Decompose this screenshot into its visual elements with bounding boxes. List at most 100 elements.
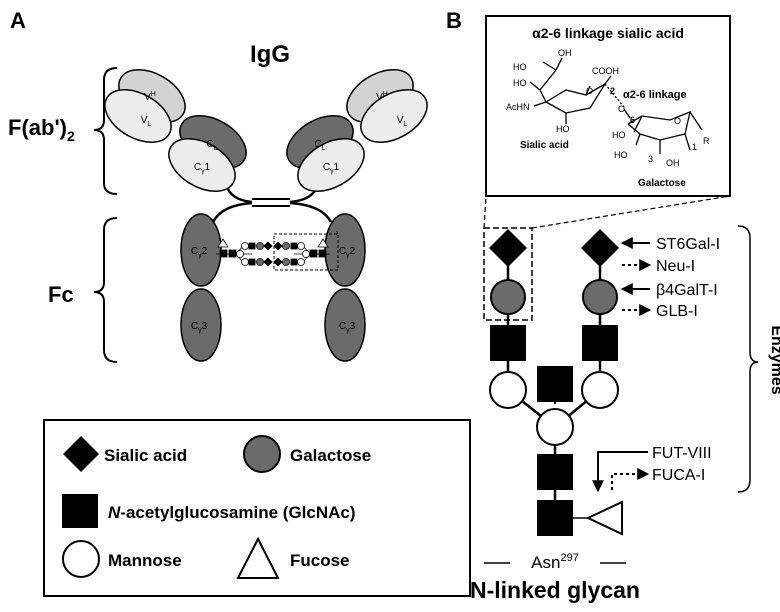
legend-glcnac: N-acetylglucosamine (GlcNAc) bbox=[108, 503, 356, 522]
fc-region bbox=[180, 213, 366, 362]
cg1-domain-left bbox=[168, 138, 236, 192]
cg1-domain-right bbox=[297, 138, 365, 192]
mannose-icon bbox=[241, 258, 249, 266]
atom-o-link: O bbox=[618, 104, 625, 114]
legend-sialic-acid: Sialic acid bbox=[104, 446, 187, 465]
glcnac-icon bbox=[248, 258, 256, 266]
mannose-icon bbox=[236, 250, 244, 258]
enzyme-st6gal: ST6Gal-I bbox=[656, 236, 720, 253]
mannose-residue-right bbox=[581, 371, 619, 409]
fucose-residue-core bbox=[585, 500, 623, 536]
mannose-icon bbox=[302, 250, 310, 258]
zoom-line-upper bbox=[335, 229, 339, 235]
glcnac-icon bbox=[290, 242, 298, 250]
cg1-label-left: Cγ1 bbox=[194, 162, 211, 175]
vl-domain-right bbox=[360, 89, 428, 143]
cg3-label-left: Cγ3 bbox=[191, 321, 208, 334]
vl-label-right: VL bbox=[397, 115, 408, 128]
galactose-icon bbox=[282, 242, 290, 250]
atom-oh-1: OH bbox=[558, 48, 572, 58]
atom-o-gal: O bbox=[674, 116, 681, 126]
sialic-acid-structure-label: Sialic acid bbox=[520, 140, 569, 151]
lower-hinge-right bbox=[289, 201, 333, 223]
fc-label: Fc bbox=[48, 282, 74, 307]
fc-bracket bbox=[93, 217, 118, 363]
vl-domain-left bbox=[104, 89, 172, 143]
enzyme-glb: GLB-I bbox=[656, 303, 698, 320]
atom-ho-5: HO bbox=[614, 150, 628, 160]
atom-ho-3: HO bbox=[556, 124, 570, 134]
sialic-acid-icon bbox=[263, 241, 273, 251]
glcnac-residue-right bbox=[582, 325, 618, 361]
zoom-line-left bbox=[483, 195, 487, 229]
sialic-acid-icon bbox=[273, 257, 283, 267]
atom-ho-1: HO bbox=[513, 62, 527, 72]
mannose-icon bbox=[297, 242, 305, 250]
linkage-inset-box bbox=[485, 15, 731, 197]
enzyme-fut8: FUT-VIII bbox=[652, 445, 712, 462]
fucose-icon bbox=[217, 238, 229, 248]
zoom-line-right bbox=[531, 195, 731, 229]
lower-hinge-left bbox=[211, 201, 253, 223]
mannose-icon bbox=[241, 242, 249, 250]
glcnac-residue-left bbox=[490, 325, 526, 361]
glcnac-residue-bisecting bbox=[537, 366, 573, 402]
cg2-label-right: Cγ2 bbox=[339, 246, 356, 259]
vl-label-left: VL bbox=[141, 115, 152, 128]
enzyme-fuca: FUCA-I bbox=[652, 467, 705, 484]
mannose-residue-left bbox=[489, 371, 527, 409]
galactose-icon bbox=[282, 258, 290, 266]
atom-r: R bbox=[703, 136, 710, 146]
enzymes-label: Enzymes bbox=[768, 325, 780, 394]
mannose-residue-core bbox=[536, 408, 574, 446]
cl-label-left: CL bbox=[206, 139, 217, 152]
arrow-fuca bbox=[611, 468, 650, 490]
arrow-fut8 bbox=[592, 451, 648, 493]
legend-mannose: Mannose bbox=[108, 551, 182, 570]
sialic-acid-icon bbox=[263, 257, 273, 267]
atom-c3: 3 bbox=[648, 154, 653, 164]
legend-sialic-acid-icon bbox=[63, 436, 99, 472]
atom-ho-4: HO bbox=[612, 130, 626, 140]
sialic-acid-structure bbox=[529, 57, 703, 154]
atom-achn: AcHN bbox=[506, 102, 530, 112]
atom-o-ring: O bbox=[586, 86, 593, 96]
glcnac-icon bbox=[219, 249, 228, 258]
fucose-icon bbox=[317, 238, 329, 248]
sialic-acid-residue-left bbox=[489, 229, 527, 267]
atom-oh-2: OH bbox=[666, 158, 680, 168]
linkage-label: α2-6 linkage bbox=[623, 89, 687, 101]
vh-label-right: VH bbox=[376, 91, 388, 103]
enzyme-arrows bbox=[592, 237, 652, 493]
atom-c1: 1 bbox=[692, 142, 697, 152]
fc-glycan-left bbox=[216, 238, 273, 267]
fc-glycan-right bbox=[273, 238, 330, 267]
n-linked-glycan-title: N-linked glycan bbox=[470, 577, 640, 603]
atom-cooh: COOH bbox=[592, 66, 619, 76]
inset-title: α2-6 linkage sialic acid bbox=[532, 25, 684, 41]
glycan-highlight-box bbox=[273, 233, 339, 271]
fab-bracket bbox=[93, 67, 118, 195]
atom-ho-2: HO bbox=[513, 78, 527, 88]
fab-label: F(ab')2 bbox=[8, 115, 75, 144]
glcnac-icon bbox=[290, 258, 298, 266]
vh-label-left: VH bbox=[144, 91, 156, 103]
mannose-icon bbox=[297, 258, 305, 266]
enzymes-bracket bbox=[737, 225, 759, 493]
glcnac-icon bbox=[318, 249, 327, 258]
fab-arm-right bbox=[286, 69, 428, 192]
panel-a-label: A bbox=[10, 8, 26, 33]
sialic-acid-icon bbox=[273, 241, 283, 251]
galactose-residue-right bbox=[582, 279, 618, 315]
cg2-label-left: Cγ2 bbox=[191, 246, 208, 259]
galactose-structure-label: Galactose bbox=[638, 178, 686, 189]
atom-c6: 6 bbox=[630, 115, 635, 125]
cg3-domain-left bbox=[180, 288, 222, 362]
legend-fucose: Fucose bbox=[290, 551, 350, 570]
legend-galactose: Galactose bbox=[290, 446, 371, 465]
cl-label-right: CL bbox=[314, 139, 325, 152]
legend-fucose-icon bbox=[236, 536, 280, 579]
asn-label: Asn297 bbox=[531, 552, 579, 572]
enzyme-b4galt: β4GalT-I bbox=[656, 282, 718, 299]
